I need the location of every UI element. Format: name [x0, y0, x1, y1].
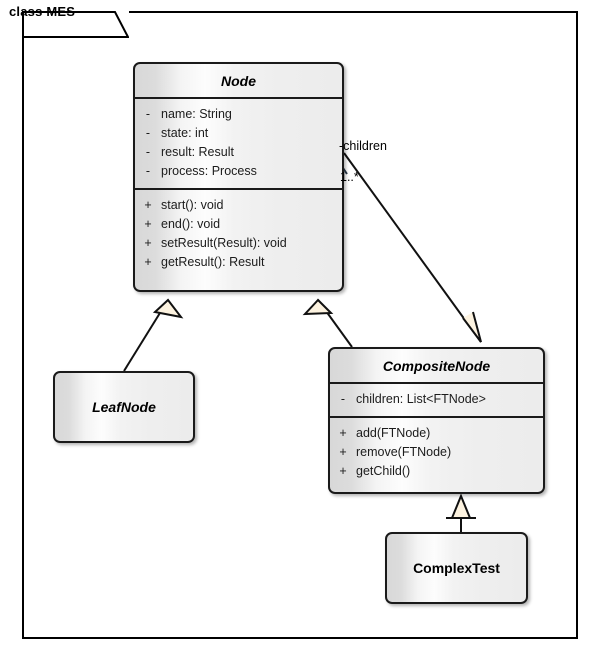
operation-signature: end(): void: [161, 217, 221, 231]
association-multiplicity-label: 1..*: [340, 170, 359, 184]
class-box-compositenode[interactable]: CompositeNode - children: List<FTNode> +…: [328, 347, 545, 494]
visibility-marker: +: [144, 236, 152, 250]
operation-signature: remove(FTNode): [356, 445, 452, 459]
attribute-signature: result: Result: [161, 145, 234, 159]
visibility-marker: -: [145, 126, 151, 140]
class-box-node[interactable]: Node - name: String - state: int - resul…: [133, 62, 344, 292]
package-frame-tab: [22, 11, 129, 38]
class-name-compositenode: CompositeNode: [382, 358, 491, 374]
attributes-compartment: - children: List<FTNode>: [330, 382, 543, 416]
attribute-signature: process: Process: [161, 164, 257, 178]
class-name-node: Node: [221, 73, 256, 89]
attribute-row: - result: Result: [135, 143, 342, 162]
attribute-signature: children: List<FTNode>: [356, 392, 486, 406]
operation-row: + add(FTNode): [330, 424, 543, 443]
visibility-marker: +: [144, 198, 152, 212]
attribute-row: - state: int: [135, 124, 342, 143]
visibility-marker: -: [145, 107, 151, 121]
attribute-row: - process: Process: [135, 162, 342, 181]
package-frame-label: class MES: [9, 4, 76, 19]
class-name-complextest: ComplexTest: [413, 560, 500, 576]
operation-row: + start(): void: [135, 196, 342, 215]
attribute-signature: state: int: [161, 126, 209, 140]
visibility-marker: -: [340, 392, 346, 406]
operations-compartment: + add(FTNode) + remove(FTNode) + getChil…: [330, 416, 543, 488]
attribute-row: - children: List<FTNode>: [330, 390, 543, 409]
visibility-marker: -: [145, 164, 151, 178]
association-role-label: -children: [339, 139, 387, 153]
operation-row: + end(): void: [135, 215, 342, 234]
visibility-marker: +: [339, 426, 347, 440]
visibility-marker: +: [339, 464, 347, 478]
class-name-compartment: Node: [135, 64, 342, 97]
package-tab-shape: [22, 11, 129, 38]
operations-compartment: + start(): void + end(): void + setResul…: [135, 188, 342, 279]
operation-row: + remove(FTNode): [330, 443, 543, 462]
visibility-marker: +: [339, 445, 347, 459]
operation-signature: add(FTNode): [356, 426, 431, 440]
attribute-row: - name: String: [135, 105, 342, 124]
class-box-leafnode[interactable]: LeafNode: [53, 371, 195, 443]
package-frame: [22, 11, 578, 639]
operation-row: + getChild(): [330, 462, 543, 481]
operation-signature: setResult(Result): void: [161, 236, 287, 250]
class-name-leafnode: LeafNode: [92, 399, 156, 415]
operation-row: + setResult(Result): void: [135, 234, 342, 253]
operation-signature: getResult(): Result: [161, 255, 265, 269]
visibility-marker: +: [144, 255, 152, 269]
class-name-compartment: CompositeNode: [330, 349, 543, 382]
operation-row: + getResult(): Result: [135, 253, 342, 272]
class-box-complextest[interactable]: ComplexTest: [385, 532, 528, 604]
attribute-signature: name: String: [161, 107, 232, 121]
operation-signature: start(): void: [161, 198, 224, 212]
visibility-marker: -: [145, 145, 151, 159]
attributes-compartment: - name: String - state: int - result: Re…: [135, 97, 342, 188]
operation-signature: getChild(): [356, 464, 411, 478]
visibility-marker: +: [144, 217, 152, 231]
